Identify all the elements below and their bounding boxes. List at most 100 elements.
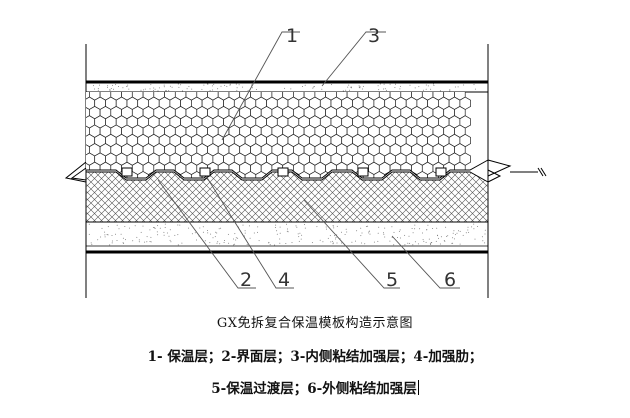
speckle-dot [234,244,235,245]
speckle-dot [446,236,447,237]
speckle-dot [257,226,258,227]
speckle-dot [165,90,166,91]
speckle-dot [437,235,438,236]
speckle-dot [336,237,337,238]
speckle-dot [163,232,164,233]
speckle-dot [453,233,454,234]
speckle-dot [356,230,357,231]
speckle-dot [333,225,334,226]
speckle-dot [304,224,305,225]
speckle-dot [346,232,347,233]
speckle-dot [153,227,154,228]
speckle-dot [455,234,456,235]
speckle-dot [360,235,361,236]
speckle-dot [305,228,306,229]
speckle-dot [233,239,234,240]
speckle-dot [127,86,128,87]
speckle-dot [423,239,424,240]
speckle-dot [440,244,441,245]
speckle-dot [468,227,469,228]
speckle-dot [312,242,313,243]
speckle-dot [213,84,214,85]
speckle-dot [195,232,196,233]
legend-line-2: 5-保温过渡层；6-外侧粘结加强层 [0,377,630,397]
speckle-dot [343,90,344,91]
speckle-dot [419,228,420,229]
speckle-dot [384,228,385,229]
speckle-dot [463,235,464,236]
speckle-dot [280,233,281,234]
speckle-dot [337,243,338,244]
speckle-dot [117,240,118,241]
speckle-dot [430,89,431,90]
speckle-dot [224,242,225,243]
speckle-dot [224,85,225,86]
speckle-dot [333,227,334,228]
speckle-dot [217,88,218,89]
speckle-dot [321,89,322,90]
speckle-dot [174,235,175,236]
speckle-dot [384,237,385,238]
speckle-dot [391,226,392,227]
speckle-dot [455,87,456,88]
speckle-dot [153,88,154,89]
speckle-dot [400,229,401,230]
speckle-dot [380,84,381,85]
rib [200,168,210,176]
rib [358,168,368,176]
legend-line-2-text: 5-保温过渡层；6-外侧粘结加强层 [211,381,417,397]
speckle-dot [236,84,237,85]
speckle-dot [279,239,280,240]
speckle-dot [191,89,192,90]
speckle-dot [105,236,106,237]
speckle-dot [98,88,99,89]
speckle-dot [447,235,448,236]
speckle-dot [145,89,146,90]
speckle-dot [100,237,101,238]
speckle-dot [217,241,218,242]
left-break-line [66,162,86,182]
speckle-dot [210,90,211,91]
speckle-dot [362,89,363,90]
speckle-dot [252,87,253,88]
speckle-dot [167,233,168,234]
speckle-dot [107,234,108,235]
speckle-dot [243,225,244,226]
speckle-dot [361,243,362,244]
speckle-dot [290,88,291,89]
speckle-dot [112,242,113,243]
speckle-dot [219,228,220,229]
speckle-dot [102,228,103,229]
speckle-dot [165,227,166,228]
speckle-dot [395,84,396,85]
speckle-dot [119,228,120,229]
speckle-dot [466,232,467,233]
speckle-dot [280,227,281,228]
speckle-dot [209,242,210,243]
speckle-dot [180,84,181,85]
speckle-dot [268,242,269,243]
speckle-dot [467,230,468,231]
speckle-dot [203,232,204,233]
speckle-dot [228,234,229,235]
speckle-dot [164,235,165,236]
text-cursor [418,380,419,395]
speckle-dot [296,225,297,226]
speckle-dot [454,238,455,239]
speckle-dot [128,89,129,90]
speckle-dot [124,226,125,227]
speckle-dot [150,88,151,89]
speckle-dot [108,234,109,235]
speckle-dot [482,240,483,241]
speckle-dot [409,243,410,244]
speckle-dot [475,89,476,90]
speckle-dot [115,84,116,85]
speckle-dot [377,241,378,242]
speckle-dot [330,235,331,236]
speckle-dot [164,86,165,87]
speckle-dot [178,87,179,88]
speckle-dot [386,90,387,91]
speckle-dot [228,243,229,244]
speckle-dot [428,85,429,86]
speckle-dot [473,224,474,225]
